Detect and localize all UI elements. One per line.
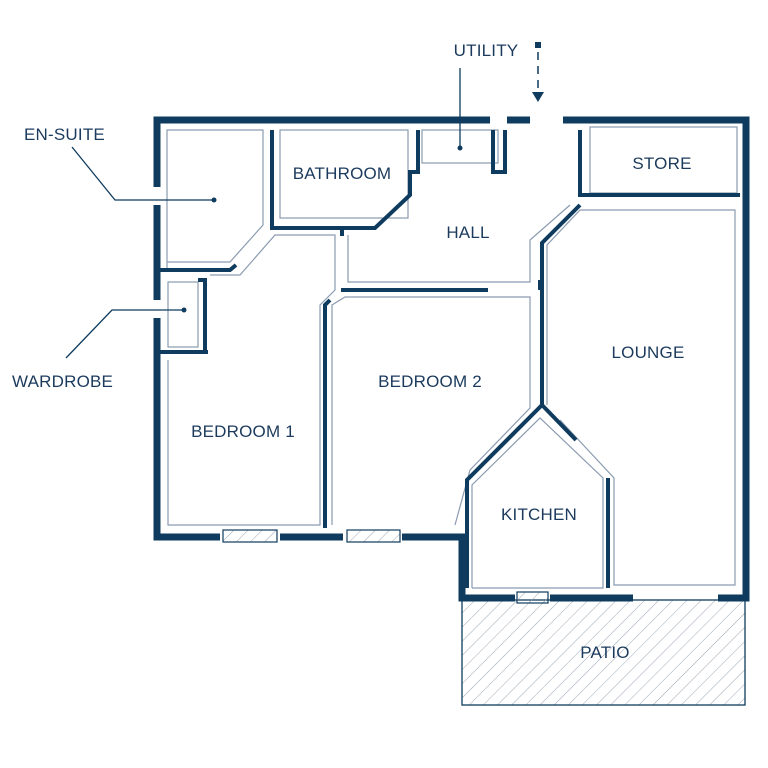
label-utility: UTILITY bbox=[454, 41, 519, 60]
interior-walls bbox=[160, 130, 740, 588]
leader-lines bbox=[65, 42, 544, 359]
label-patio: PATIO bbox=[580, 643, 630, 662]
label-hall: HALL bbox=[446, 223, 489, 242]
label-store: STORE bbox=[632, 154, 691, 173]
label-en-suite: EN-SUITE bbox=[24, 125, 105, 144]
label-bedroom-1: BEDROOM 1 bbox=[191, 422, 295, 441]
label-kitchen: KITCHEN bbox=[501, 505, 577, 524]
outer-walls bbox=[153, 116, 750, 602]
label-bedroom-2: BEDROOM 2 bbox=[378, 372, 482, 391]
label-bathroom: BATHROOM bbox=[293, 164, 392, 183]
label-lounge: LOUNGE bbox=[612, 343, 685, 362]
label-wardrobe: WARDROBE bbox=[12, 372, 113, 391]
windows bbox=[222, 529, 549, 604]
room-outlines bbox=[166, 126, 738, 589]
patio-area bbox=[461, 599, 746, 706]
